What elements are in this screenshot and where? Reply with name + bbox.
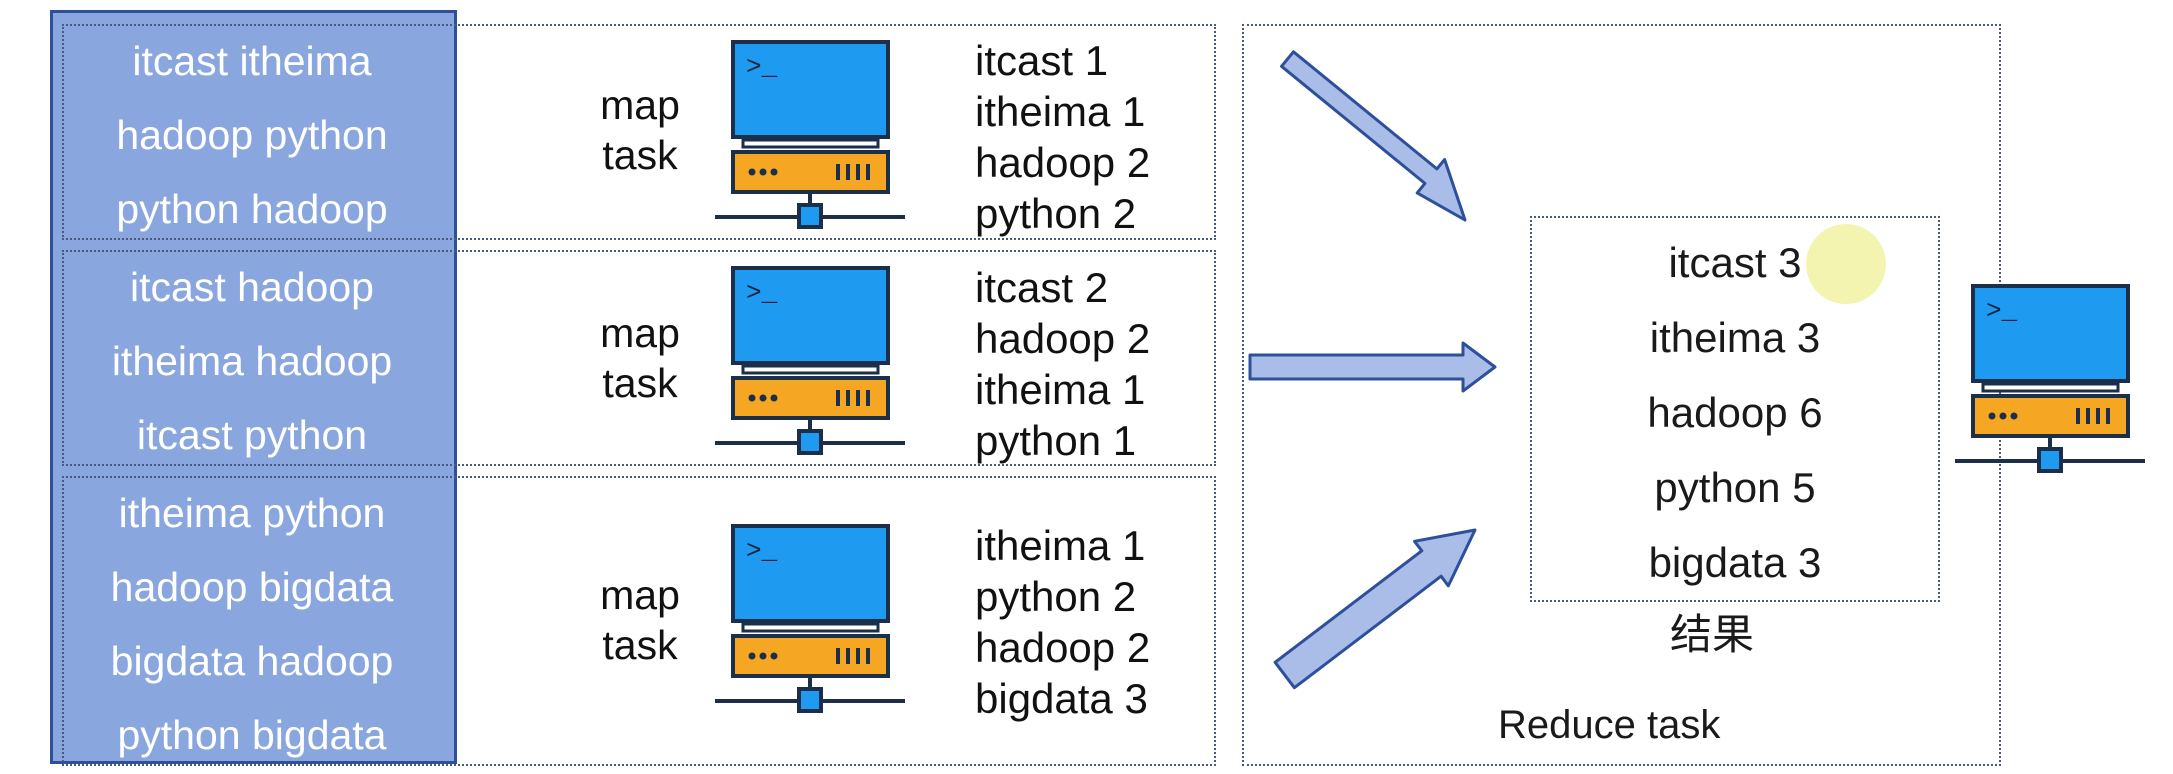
map-label-line1: map: [600, 82, 680, 128]
result-line: hadoop 6: [1647, 389, 1823, 436]
kv-line: itcast 2: [975, 264, 1109, 311]
kv-line: python 1: [975, 417, 1137, 464]
result-line: python 5: [1654, 464, 1816, 511]
kv-line: bigdata 3: [975, 675, 1148, 722]
map-label-line2: task: [602, 132, 678, 178]
terminal-prompt: >_: [1986, 296, 2018, 326]
input-line: itheima python: [118, 490, 386, 536]
kv-line: hadoop 2: [975, 139, 1151, 186]
map-output-2: itcast 2 hadoop 2 itheima 1 python 1: [975, 262, 1150, 466]
kv-line: python 2: [975, 573, 1137, 620]
computer-icon: >_: [715, 266, 905, 455]
result-line: bigdata 3: [1648, 539, 1822, 586]
map-output-3: itheima 1 python 2 hadoop 2 bigdata 3: [975, 520, 1150, 724]
split-row-3: [62, 476, 1216, 766]
input-line: hadoop bigdata: [110, 564, 394, 610]
map-label-line1: map: [600, 310, 680, 356]
input-line: itcast itheima: [132, 38, 372, 84]
input-line: itcast python: [136, 412, 368, 458]
input-line: hadoop python: [116, 112, 388, 158]
kv-line: python 2: [975, 190, 1137, 237]
input-data-panel: [50, 10, 457, 764]
map-label-line1: map: [600, 572, 680, 618]
kv-line: hadoop 2: [975, 315, 1151, 362]
terminal-prompt: >_: [746, 278, 778, 308]
computer-icon: >_: [715, 524, 905, 713]
map-task-label-3: map task: [580, 570, 700, 670]
computer-icon: >_: [1955, 284, 2145, 473]
map-task-label-1: map task: [580, 80, 700, 180]
kv-line: itcast 1: [975, 37, 1109, 84]
result-line: itcast 3: [1668, 239, 1802, 286]
kv-line: itheima 1: [975, 522, 1146, 569]
input-line: itheima hadoop: [111, 338, 393, 384]
result-line: itheima 3: [1649, 314, 1821, 361]
input-line: itcast hadoop: [130, 264, 374, 310]
kv-line: hadoop 2: [975, 624, 1151, 671]
input-split-2: itcast hadoop itheima hadoop itcast pyth…: [62, 250, 442, 466]
map-label-line2: task: [602, 360, 678, 406]
kv-line: itheima 1: [975, 88, 1146, 135]
terminal-prompt: >_: [746, 536, 778, 566]
kv-line: itheima 1: [975, 366, 1146, 413]
map-task-label-2: map task: [580, 308, 700, 408]
terminal-prompt: >_: [746, 52, 778, 82]
arrow-icon: [1280, 50, 1467, 222]
map-label-line2: task: [602, 622, 678, 668]
input-line: python bigdata: [117, 712, 387, 758]
split-row-2: [62, 250, 1216, 466]
split-row-1: [62, 24, 1216, 240]
arrow-icon: [1273, 528, 1477, 690]
cursor-highlight: [1806, 224, 1886, 304]
input-split-3: itheima python hadoop bigdata bigdata ha…: [62, 476, 442, 766]
computer-icon: >_: [715, 40, 905, 229]
reduce-task-title: Reduce task: [1498, 703, 1721, 747]
result-caption: 结果: [1670, 610, 1755, 659]
input-line: bigdata hadoop: [110, 638, 394, 684]
input-split-1: itcast itheima hadoop python python hado…: [62, 24, 442, 240]
map-output-1: itcast 1 itheima 1 hadoop 2 python 2: [975, 35, 1150, 239]
input-line: python hadoop: [116, 186, 388, 232]
arrow-icon: [1248, 341, 1497, 393]
